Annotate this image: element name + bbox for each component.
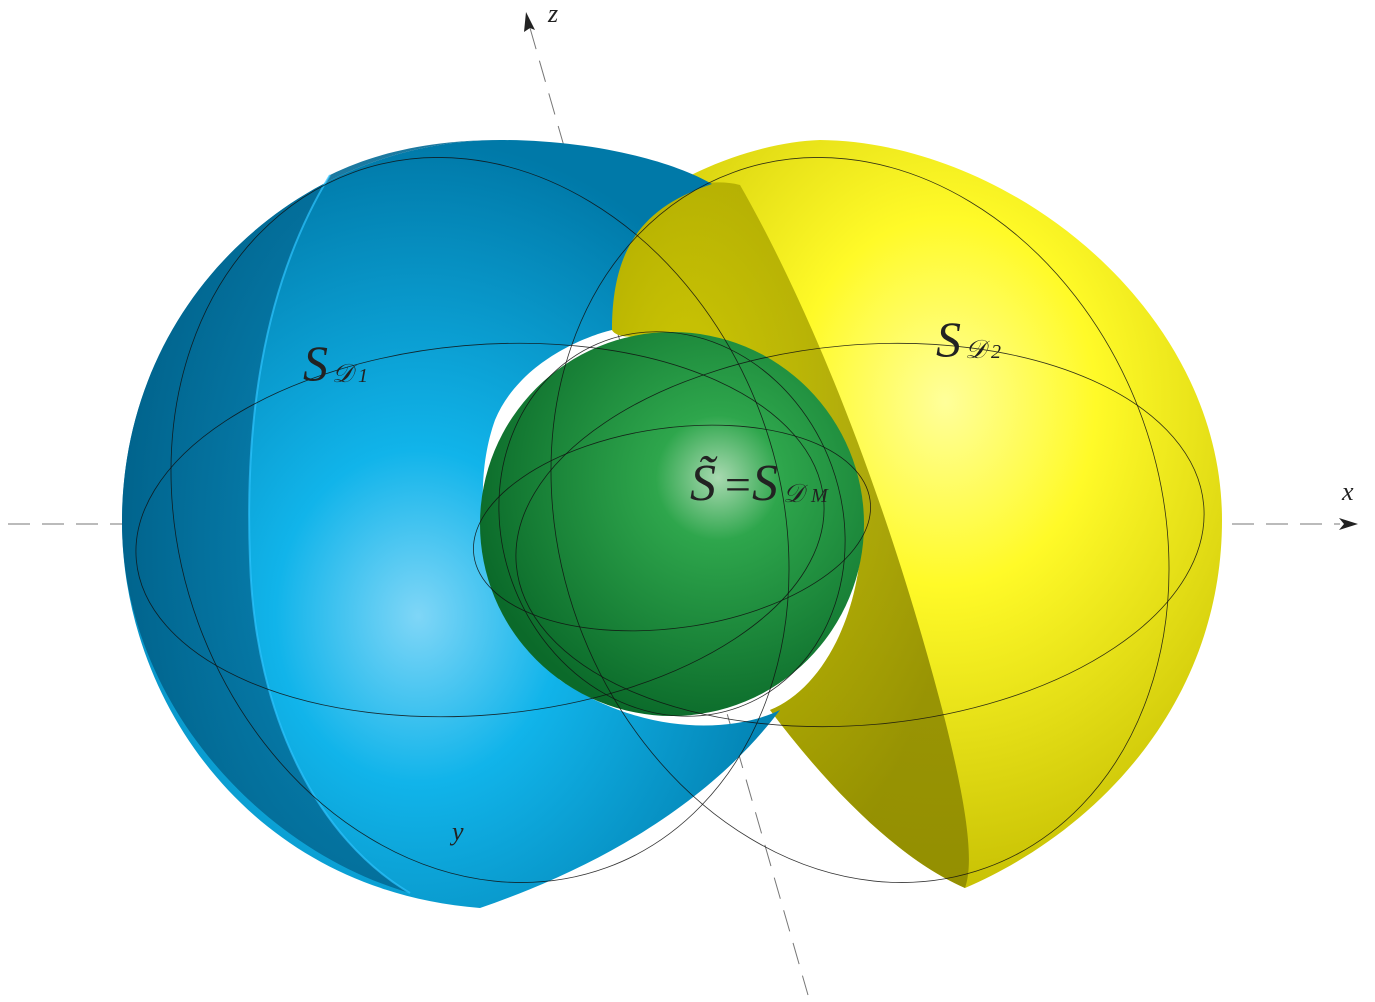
- wire-d2-meridian: [550, 157, 1170, 883]
- sphere-s-d2-cut-face: [607, 182, 969, 889]
- sphere-s-d1-cut-face: [122, 140, 500, 893]
- wire-dm-meridian: [498, 331, 846, 717]
- sphere-s-d1-edge: [248, 174, 411, 894]
- label-s-d2-main: S: [936, 311, 961, 367]
- z-axis-label: z: [547, 0, 558, 28]
- label-s-dm-main: S: [752, 455, 778, 512]
- label-s-dm-index: M: [810, 485, 829, 507]
- label-s-d2-index: 2: [991, 341, 1001, 363]
- wire-d1-equator: [135, 342, 825, 718]
- sphere-s-d2: [607, 140, 1222, 889]
- label-equals: =: [722, 459, 753, 510]
- wire-d2-equator: [515, 342, 1205, 728]
- wire-d1-meridian: [170, 157, 790, 883]
- y-axis-label: y: [449, 817, 464, 846]
- z-axis-arrow: [524, 12, 535, 32]
- label-s-d1-index: 1: [358, 365, 368, 387]
- wire-dm-equator: [473, 424, 871, 632]
- sphere-s-dm: [480, 332, 864, 716]
- wireframe: [135, 157, 1205, 883]
- label-s-d1-main: S: [303, 335, 328, 391]
- x-axis-label: x: [1341, 477, 1354, 506]
- sphere-s-d1: [122, 140, 780, 908]
- x-axis-arrow: [1339, 518, 1358, 530]
- label-s-tilde: S̃: [690, 455, 718, 512]
- sphere-s-d1-surface: [122, 140, 780, 908]
- label-s-dm: S̃ = S 𝒟 M: [690, 455, 829, 512]
